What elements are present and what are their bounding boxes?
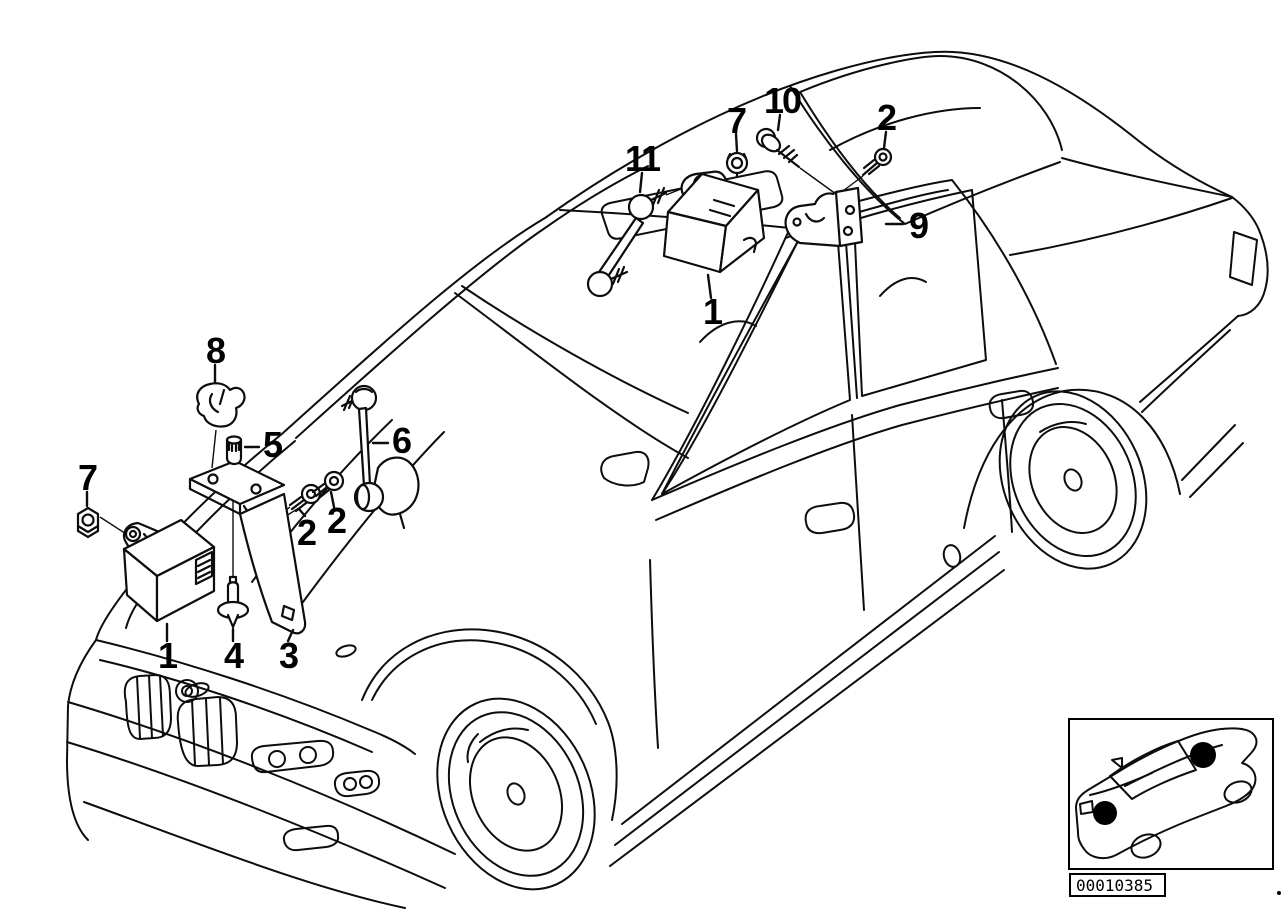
callout-front-clip[interactable]: 8 [205, 330, 226, 371]
part-rear-tapping-screw [757, 129, 799, 167]
diagram-code: 00010385 [1069, 873, 1166, 897]
part-rear-screw [863, 149, 891, 175]
callout-leaders [87, 115, 903, 641]
callout-front-rivet[interactable]: 4 [223, 635, 244, 676]
callout-rear-nut[interactable]: 7 [726, 100, 747, 141]
part-front-link-rod [342, 386, 418, 528]
callout-front-nut[interactable]: 7 [77, 457, 98, 498]
rear-sensor-assembly [588, 129, 891, 296]
part-front-sensor [124, 520, 214, 621]
part-rear-bracket [786, 188, 862, 246]
rear-sensor-location-dot [1190, 742, 1216, 768]
front-sensor-location-dot [1093, 801, 1117, 825]
part-rear-nut [727, 153, 747, 177]
part-front-rivet [218, 577, 248, 627]
part-front-clip [197, 383, 244, 426]
inset-location-thumbnail [1069, 719, 1273, 869]
callout-rear-tapping-screw[interactable]: 10 [763, 80, 802, 121]
callout-rear-sensor[interactable]: 1 [702, 291, 723, 332]
part-front-bracket [190, 461, 305, 633]
callout-front-screw-b[interactable]: 2 [326, 500, 347, 541]
part-rear-sensor [664, 172, 764, 272]
callout-rear-screw[interactable]: 2 [876, 97, 897, 138]
callout-front-screw-a[interactable]: 2 [296, 512, 317, 553]
part-front-screw-b [313, 472, 343, 498]
inset-car [1076, 728, 1257, 861]
part-rear-link-rod [588, 188, 666, 296]
callout-front-link-rod[interactable]: 6 [391, 420, 412, 461]
stray-dot [1277, 891, 1281, 895]
part-front-spacer [227, 437, 241, 465]
callout-front-sensor[interactable]: 1 [157, 635, 178, 676]
callout-rear-bracket[interactable]: 9 [908, 205, 929, 246]
part-front-nut [78, 508, 98, 537]
callout-front-spacer[interactable]: 5 [262, 424, 283, 465]
callout-rear-link-rod[interactable]: 11 [624, 138, 661, 179]
callout-front-bracket[interactable]: 3 [278, 635, 299, 676]
front-sensor-assembly [78, 383, 418, 633]
